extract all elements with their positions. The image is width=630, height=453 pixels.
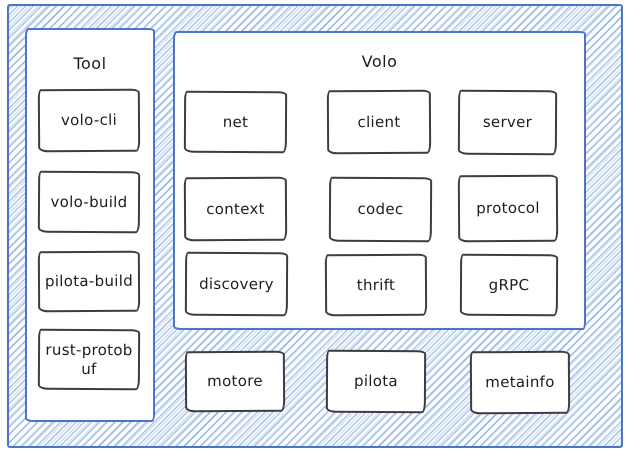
box-server: server <box>457 89 558 156</box>
box-thrift: thrift <box>324 253 428 317</box>
box-pilota-build: pilota-build <box>37 250 141 313</box>
box-rust-protobuf: rust-protobuf <box>37 328 141 391</box>
box-grpc: gRPC <box>459 253 559 317</box>
tool-panel-title: Tool <box>73 54 107 73</box>
box-codec: codec <box>328 176 433 243</box>
box-discovery: discovery <box>184 251 289 317</box>
box-context: context <box>183 176 288 242</box>
box-metainfo: metainfo <box>469 350 571 415</box>
box-volo-cli: volo-cli <box>37 88 141 153</box>
box-net: net <box>183 90 288 154</box>
box-pilota: pilota <box>325 349 427 414</box>
box-volo-build: volo-build <box>37 170 141 234</box>
box-motore: motore <box>184 350 286 413</box>
volo-panel-title: Volo <box>361 52 398 71</box>
box-protocol: protocol <box>457 174 559 243</box>
box-client: client <box>326 89 432 155</box>
